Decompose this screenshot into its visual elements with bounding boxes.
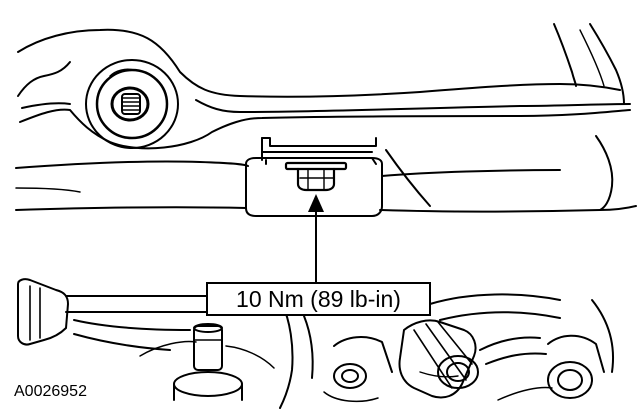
callout-arrow [308,194,324,283]
lower-knuckle [279,293,561,409]
torque-callout-label: 10 Nm (89 lb-in) [236,285,401,312]
lower-bolt [139,323,275,401]
figure-id-label: A0026952 [14,383,87,400]
frame-rails [15,160,637,213]
strut-tower [385,23,625,211]
boot-and-tie-rod [398,299,614,401]
torque-callout-box: 10 Nm (89 lb-in) [206,282,431,316]
mount-bracket [245,137,383,217]
lower-mount [323,336,393,403]
flange-nut [284,161,348,192]
upper-control-arm [17,28,631,150]
stabilizer-link [17,278,207,351]
pivot-bushing [85,59,179,149]
